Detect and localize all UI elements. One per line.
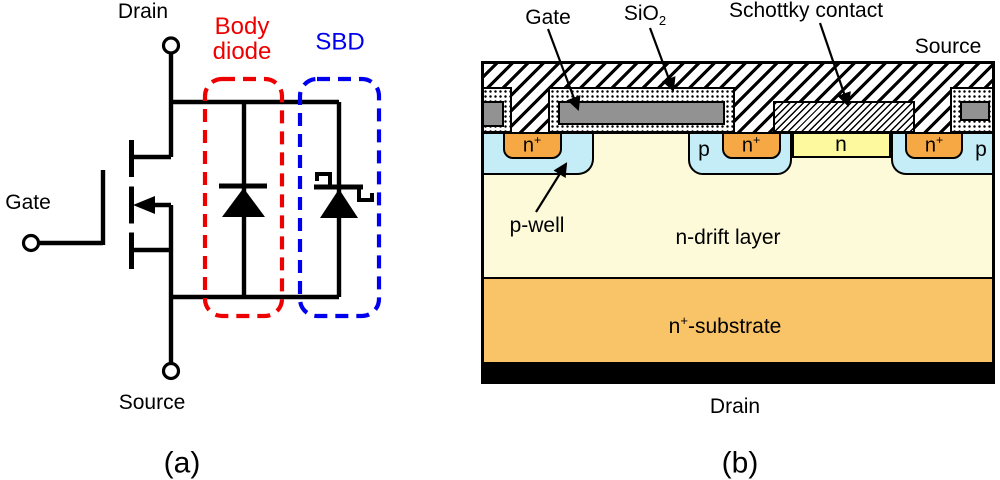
a-source-label: Source: [118, 390, 186, 414]
gate-center-poly: [558, 101, 725, 125]
n-plus-base: n: [522, 134, 534, 157]
b-sio2-label: SiO2: [623, 1, 667, 29]
n-plus-sup: +: [935, 132, 944, 147]
device-outline: [481, 61, 995, 384]
sbd-hook-right: [357, 188, 374, 202]
substrate-sup: +: [680, 312, 688, 328]
panel-b-caption: (b): [721, 446, 759, 480]
p-center-label: p: [698, 137, 710, 161]
gate-arrow: [546, 28, 581, 112]
n-plus-sup: +: [752, 132, 761, 147]
n-drift-label: n-drift layer: [675, 225, 781, 249]
b-source-label: Source: [914, 34, 982, 58]
body-diode-label-line2: diode: [212, 38, 272, 65]
n-plus-center: [722, 131, 781, 159]
schottky-arrow: [818, 22, 851, 108]
sbd-dashed-box: [297, 76, 382, 319]
gate-right-poly: [960, 101, 990, 121]
sio2-label-sub: 2: [658, 13, 667, 29]
sbd-triangle: [320, 189, 358, 218]
p-right-label: p: [975, 137, 987, 161]
body-diode-label-line1: Body: [214, 12, 270, 40]
a-drain-label: Drain: [117, 0, 169, 23]
p-well-label: p-well: [509, 213, 565, 237]
n-plus-left-label: n+: [522, 132, 542, 157]
n-plus-right: [905, 131, 963, 159]
substrate-suffix: -substrate: [687, 314, 782, 338]
n-plus-base: n: [924, 134, 936, 157]
n-plus-substrate-layer: [481, 277, 995, 362]
panel-a-caption: (a): [163, 446, 201, 480]
b-drain-label: Drain: [709, 394, 761, 418]
body-diode-label: Body diode: [213, 14, 272, 64]
sbd-hook-left: [315, 172, 332, 187]
a-gate-label: Gate: [5, 190, 51, 214]
source-terminal: [161, 361, 181, 381]
p-well-arrow: [535, 162, 568, 213]
gate-terminal: [21, 233, 41, 253]
sbd-label: SBD: [315, 28, 365, 56]
drain-metal-bar: [481, 362, 995, 384]
sio2-label-base: SiO: [623, 1, 659, 25]
b-schottky-label: Schottky contact: [728, 0, 884, 22]
n-plus-sup: +: [533, 132, 542, 147]
n-plus-substrate-label: n+-substrate: [668, 312, 782, 338]
sio2-arrow: [648, 27, 676, 93]
substrate-base: n: [668, 314, 681, 338]
drain-terminal: [161, 36, 181, 55]
body-diode-triangle: [222, 188, 265, 217]
b-gate-label: Gate: [525, 5, 571, 29]
n-region-label: n: [835, 132, 847, 156]
n-plus-base: n: [741, 134, 753, 157]
n-plus-left: [503, 131, 562, 159]
n-plus-center-label: n+: [741, 132, 761, 157]
n-plus-right-label: n+: [924, 132, 944, 157]
n-surface-region: [792, 131, 891, 158]
body-arrowhead: [133, 196, 155, 214]
body-diode-dashed-box: [202, 76, 285, 319]
